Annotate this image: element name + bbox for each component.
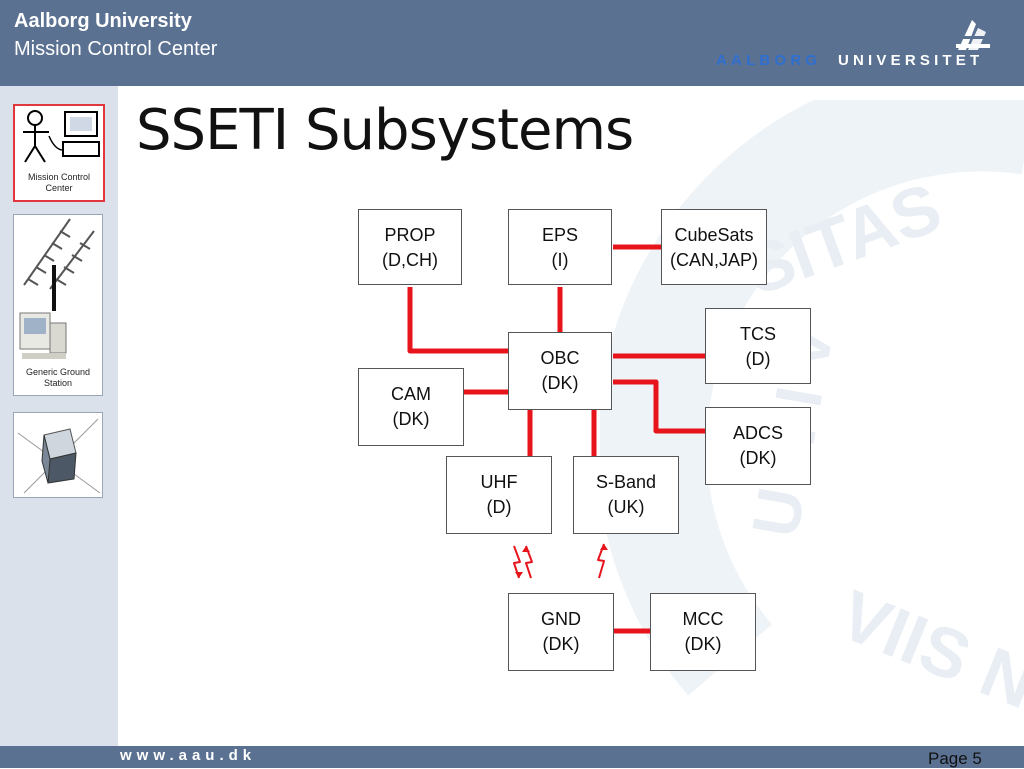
- node-gnd: GND (DK): [508, 593, 614, 671]
- thumb-ground-station[interactable]: Generic Ground Station: [13, 214, 103, 396]
- radio-link-uhf-2: [525, 545, 533, 579]
- node-title: ADCS: [732, 423, 783, 443]
- radio-arrow-uhf-down: [515, 572, 523, 578]
- node-title: CAM: [391, 384, 431, 404]
- node-country: (D): [745, 349, 771, 369]
- node-country: (UK): [607, 497, 645, 517]
- thumb2-label-line2: Station: [43, 378, 73, 388]
- node-adcs: ADCS (DK): [705, 407, 811, 485]
- node-title: OBC: [540, 348, 580, 368]
- center-name: Mission Control Center: [14, 38, 218, 60]
- node-country: (DK): [542, 634, 580, 654]
- website-link[interactable]: www.aau.dk: [120, 747, 257, 764]
- radio-link-uhf-1: [513, 545, 521, 579]
- node-title: MCC: [682, 609, 724, 629]
- node-title: UHF: [480, 472, 518, 492]
- node-mcc: MCC (DK): [650, 593, 756, 671]
- node-obc: OBC (DK): [508, 332, 612, 410]
- node-title: EPS: [541, 225, 579, 245]
- node-country: (DK): [392, 409, 430, 429]
- aau-logo-icon: [956, 20, 990, 50]
- university-name: Aalborg University: [14, 10, 192, 32]
- link-obc-adcs: [613, 379, 705, 434]
- node-title: CubeSats: [674, 225, 754, 245]
- node-title: S-Band: [595, 472, 657, 492]
- page-number: Page 5: [928, 749, 982, 768]
- thumb1-label-line2: Center: [45, 183, 73, 193]
- node-title: PROP: [384, 225, 436, 245]
- node-country: (I): [551, 250, 569, 270]
- radio-arrow-sband-up: [600, 544, 608, 550]
- node-country: (CAN,JAP): [669, 250, 758, 270]
- link-prop-obc: [407, 287, 508, 354]
- node-title: TCS: [740, 324, 776, 344]
- node-prop: PROP (D,CH): [358, 209, 462, 285]
- logo-text-aalborg: AALBORG: [716, 52, 822, 69]
- node-country: (DK): [541, 373, 579, 393]
- thumb-cubesat[interactable]: [13, 412, 103, 498]
- footer-bar: [0, 746, 1024, 768]
- aau-logo: AALBORG UNIVERSITET: [716, 14, 1024, 74]
- logo-text-universitet: UNIVERSITET: [837, 52, 984, 69]
- thumb1-label-line1: Mission Control: [27, 172, 91, 182]
- node-country: (DK): [684, 634, 722, 654]
- node-country: (D): [486, 497, 512, 517]
- radio-arrow-uhf-up: [522, 546, 530, 552]
- node-country: (DK): [739, 448, 777, 468]
- slide-title: SSETI Subsystems: [136, 98, 634, 163]
- radio-link-sband: [597, 543, 605, 579]
- header-bar: [0, 0, 1024, 86]
- operator-computer-icon: [23, 110, 100, 163]
- node-title: GND: [541, 609, 581, 629]
- node-sband: S-Band (UK): [573, 456, 679, 534]
- thumb-mission-control[interactable]: Mission Control Center: [13, 104, 105, 202]
- node-cubesats: CubeSats (CAN,JAP): [661, 209, 767, 285]
- node-uhf: UHF (D): [446, 456, 552, 534]
- node-tcs: TCS (D): [705, 308, 811, 384]
- node-eps: EPS (I): [508, 209, 612, 285]
- thumb2-label-line1: Generic Ground: [25, 367, 91, 377]
- cubesat-icon: [17, 418, 101, 494]
- antenna-computer-icon: [19, 218, 95, 359]
- node-country: (D,CH): [382, 250, 438, 270]
- node-cam: CAM (DK): [358, 368, 464, 446]
